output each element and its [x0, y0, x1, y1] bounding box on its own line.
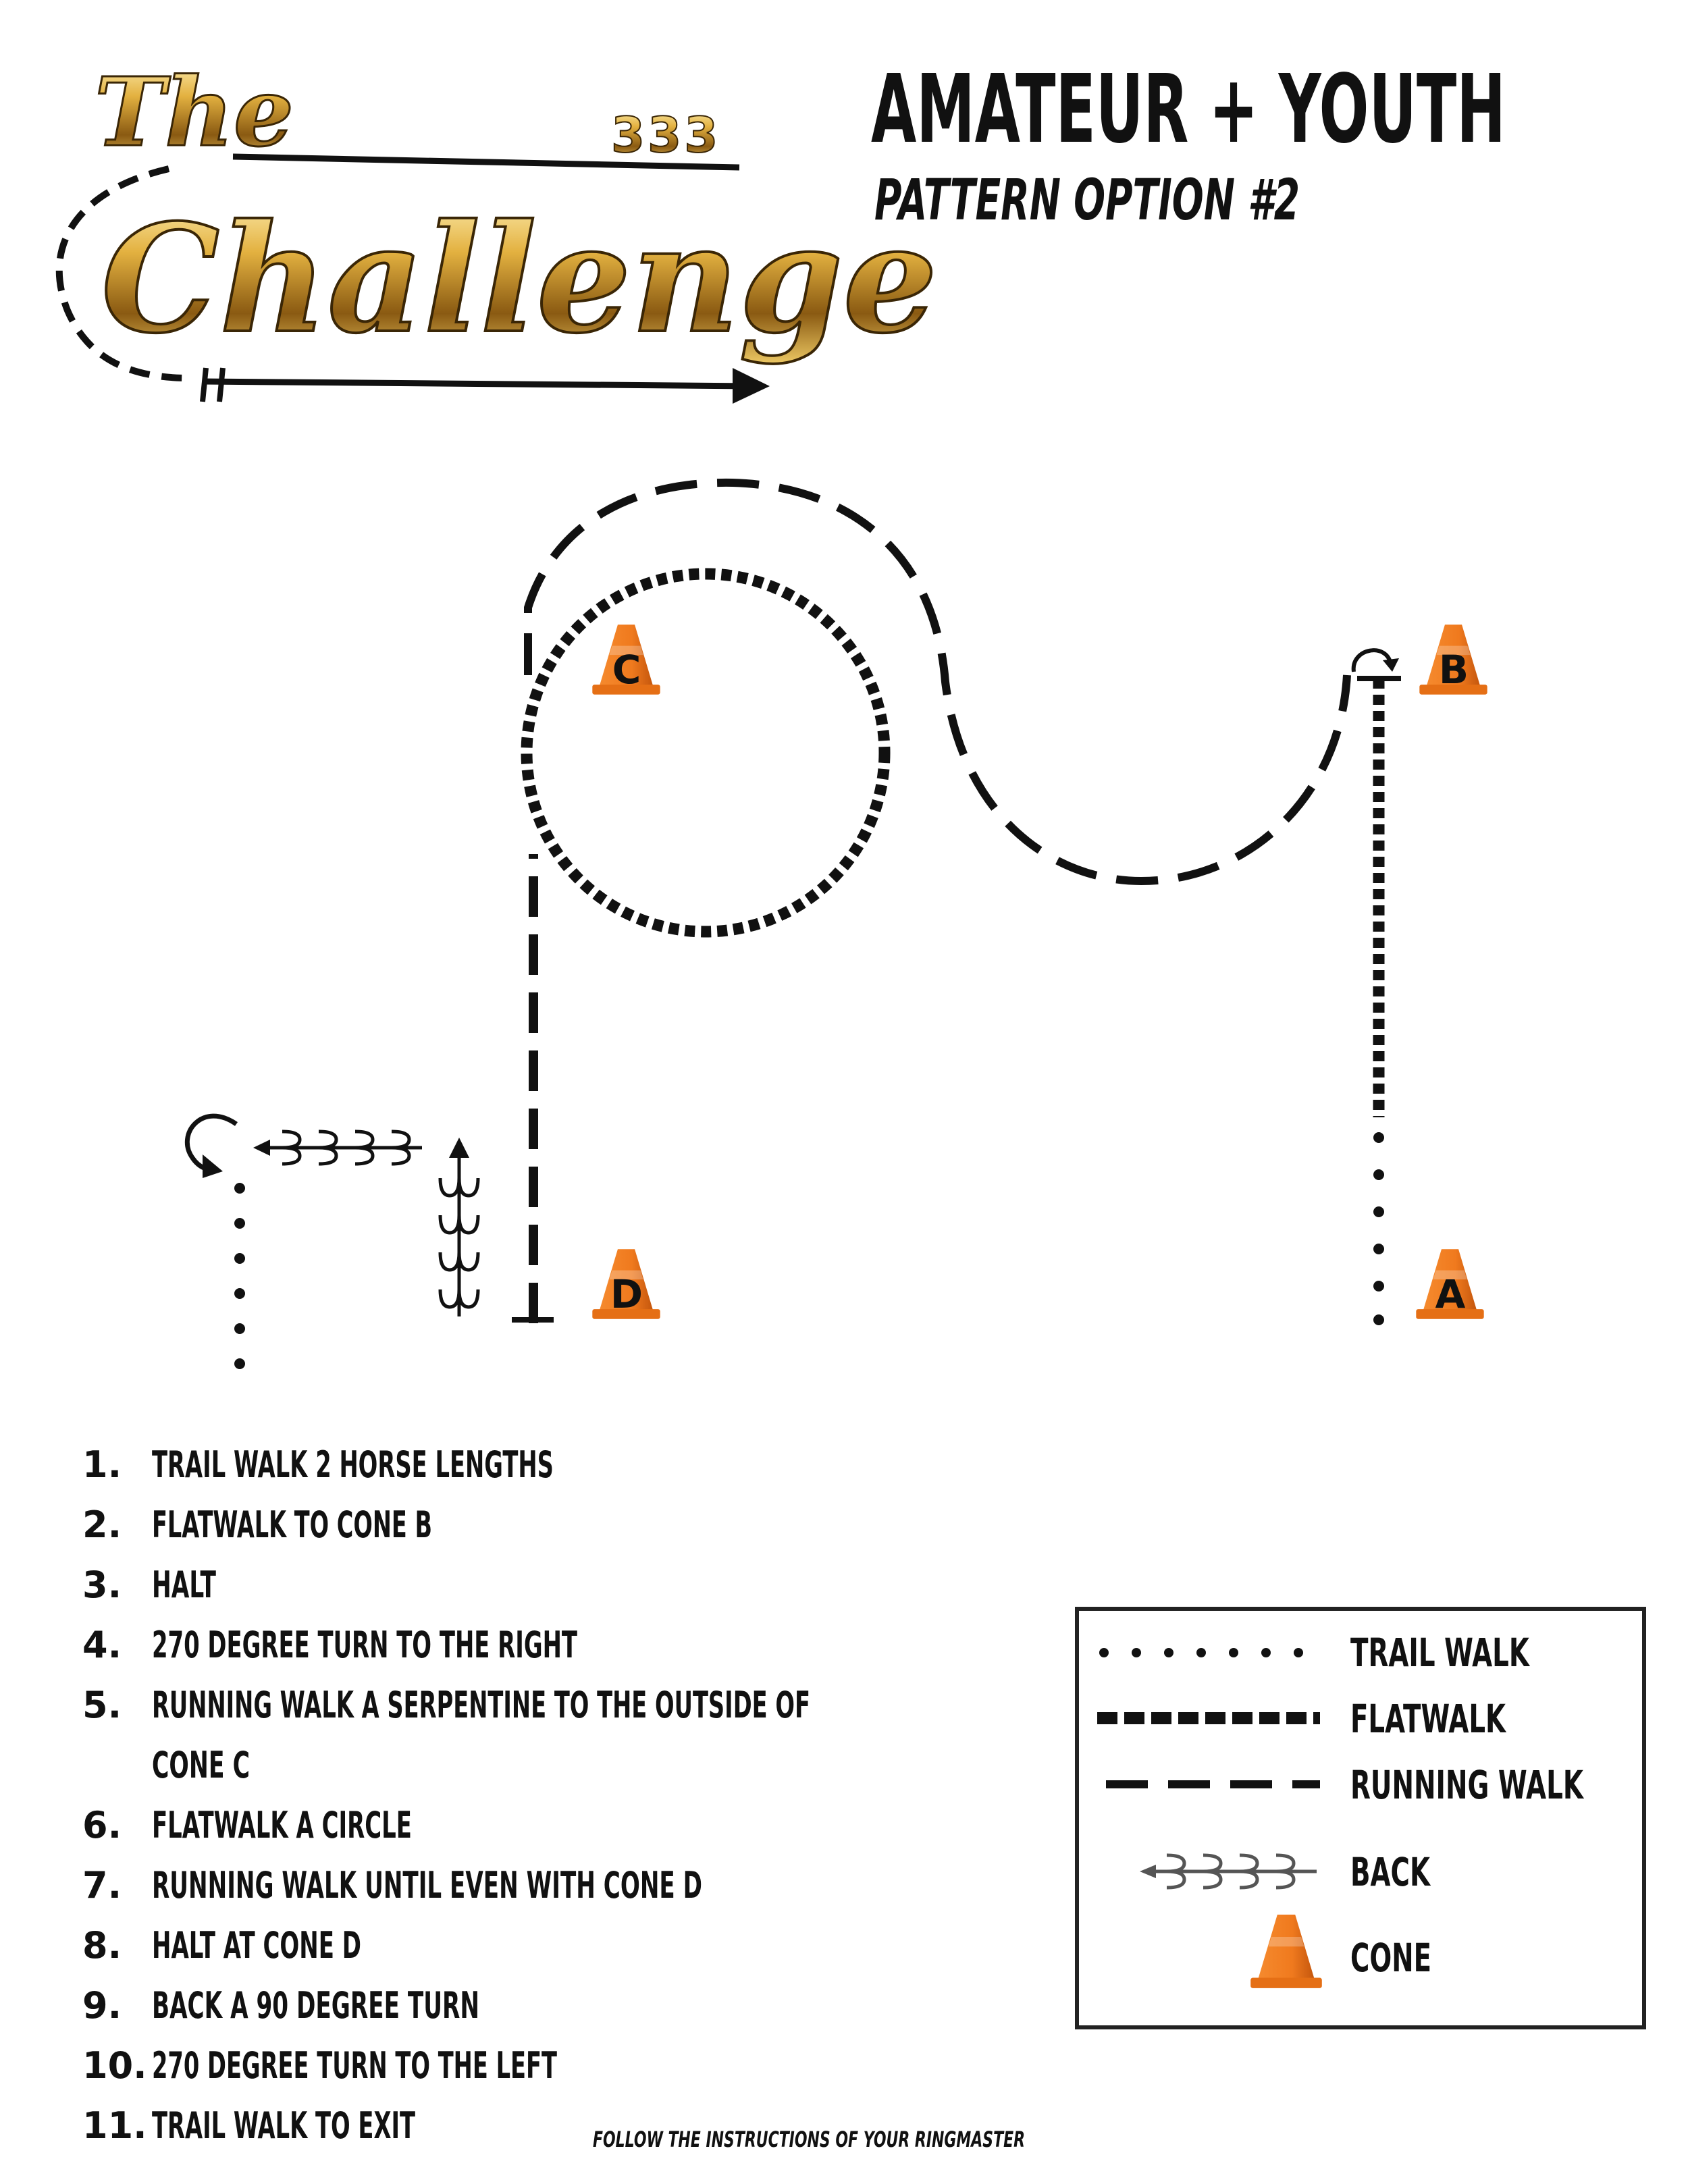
list-item: 11. TRAIL WALK TO EXIT [82, 2104, 415, 2147]
step-text: RUNNING WALK A SERPENTINE TO THE OUTSIDE… [152, 1684, 810, 1726]
list-item: 6. FLATWALK A CIRCLE [82, 1804, 412, 1846]
legend-running-walk: RUNNING WALK [1106, 1762, 1584, 1808]
step-text: RUNNING WALK UNTIL EVEN WITH CONE D [152, 1864, 702, 1907]
step-text: CONE C [152, 1744, 250, 1786]
list-item: 4. 270 DEGREE TURN TO THE RIGHT [82, 1624, 577, 1666]
step-text: FLATWALK A CIRCLE [152, 1804, 412, 1846]
logo-arrow-line [202, 378, 754, 390]
logo-arrow-head-icon [733, 368, 770, 404]
legend-trail-walk-label: TRAIL WALK [1350, 1630, 1530, 1676]
instruction-list: 1. TRAIL WALK 2 HORSE LENGTHS 2. FLATWAL… [82, 1443, 810, 2147]
step-text: HALT [152, 1564, 216, 1606]
step-number: 10. [82, 2044, 147, 2087]
back-swatch-icon [1140, 1853, 1317, 1890]
running-walk-serpentine-path [524, 478, 1351, 886]
list-item: CONE C [152, 1744, 250, 1786]
cone-b: B [1419, 624, 1487, 695]
logo-dashed-arc [55, 165, 190, 381]
challenge-logo: The 333 Challenge [55, 57, 939, 404]
step-text: BACK A 90 DEGREE TURN [152, 1984, 479, 2027]
page-title: AMATEUR + YOUTH [871, 55, 1506, 165]
legend-running-walk-label: RUNNING WALK [1350, 1762, 1584, 1808]
legend-cone-label: CONE [1350, 1935, 1431, 1981]
cone-d-label: D [610, 1271, 643, 1317]
legend-trail-walk: TRAIL WALK [1099, 1630, 1530, 1676]
step-number: 9. [82, 1984, 122, 2027]
legend-back: BACK [1140, 1849, 1431, 1895]
legend-flatwalk: FLATWALK [1097, 1696, 1506, 1742]
logo-top-line [232, 153, 740, 171]
logo-fletch-1 [200, 367, 209, 402]
footer-note: FOLLOW THE INSTRUCTIONS OF YOUR RINGMAST… [593, 2127, 1025, 2152]
turn-left-icon [184, 1113, 238, 1173]
legend-back-label: BACK [1350, 1849, 1431, 1895]
turn-right-b-arrowhead [1383, 658, 1399, 672]
step-text: TRAIL WALK 2 HORSE LENGTHS [152, 1443, 554, 1486]
back-horizontal-path [253, 1129, 422, 1166]
step-number: 7. [82, 1864, 122, 1907]
step-number: 2. [82, 1503, 122, 1546]
back-vertical-path [438, 1138, 480, 1316]
list-item: 5. RUNNING WALK A SERPENTINE TO THE OUTS… [82, 1684, 810, 1726]
step-number: 1. [82, 1443, 122, 1486]
turn-right-b-icon [1351, 648, 1393, 672]
list-item: 3. HALT [82, 1564, 216, 1606]
step-number: 4. [82, 1624, 122, 1666]
list-item: 7. RUNNING WALK UNTIL EVEN WITH CONE D [82, 1864, 702, 1907]
step-text: HALT AT CONE D [152, 1924, 361, 1967]
page-subtitle: PATTERN OPTION #2 [874, 167, 1300, 233]
trail-walk-swatch [1099, 1648, 1303, 1657]
cone-d: D [592, 1249, 660, 1319]
step-number: 8. [82, 1924, 122, 1967]
legend-box: TRAIL WALK FLATWALK RUNNING WALK BACK [1075, 1607, 1646, 2029]
list-item: 8. HALT AT CONE D [82, 1924, 361, 1967]
step-text: FLATWALK TO CONE B [152, 1503, 432, 1546]
cone-a: A [1416, 1249, 1484, 1319]
list-item: 10. 270 DEGREE TURN TO THE LEFT [82, 2044, 557, 2087]
list-item: 1. TRAIL WALK 2 HORSE LENGTHS [82, 1443, 554, 1486]
list-item: 2. FLATWALK TO CONE B [82, 1503, 432, 1546]
step-text: 270 DEGREE TURN TO THE LEFT [152, 2044, 557, 2087]
logo-the-text: The [95, 57, 294, 168]
legend-flatwalk-label: FLATWALK [1350, 1696, 1506, 1742]
step-number: 5. [82, 1684, 122, 1726]
legend-cone: CONE [1250, 1915, 1431, 1988]
cone-a-label: A [1435, 1271, 1466, 1317]
trail-walk-exit-path [234, 1183, 245, 1369]
step-text: TRAIL WALK TO EXIT [152, 2104, 415, 2147]
pattern-diagram: C B D A [184, 478, 1487, 1369]
logo-fletch-2 [217, 367, 226, 402]
cone-b-label: B [1439, 647, 1469, 693]
step-number: 3. [82, 1564, 122, 1606]
step-number: 11. [82, 2104, 147, 2147]
step-text: 270 DEGREE TURN TO THE RIGHT [152, 1624, 577, 1666]
step-number: 6. [82, 1804, 122, 1846]
cone-c-label: C [612, 647, 641, 693]
trail-walk-start-path [1373, 1132, 1384, 1325]
list-item: 9. BACK A 90 DEGREE TURN [82, 1984, 479, 2027]
turn-left-arrowhead [203, 1154, 223, 1178]
logo-glyphs: 333 [611, 107, 720, 163]
flatwalk-circle-path [521, 568, 891, 938]
legend-frame [1075, 1607, 1646, 2029]
cone-c: C [592, 624, 660, 695]
logo-challenge-text: Challenge [101, 191, 937, 366]
